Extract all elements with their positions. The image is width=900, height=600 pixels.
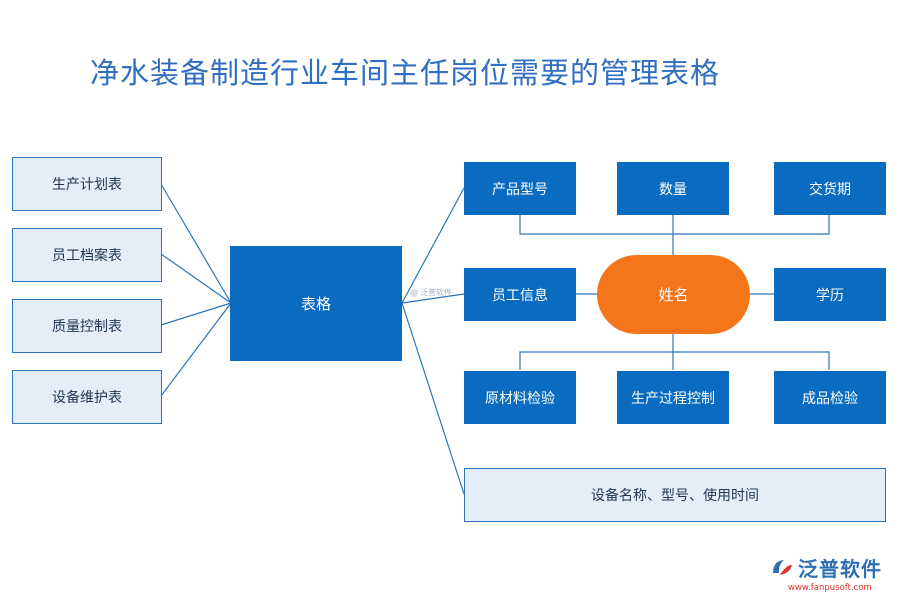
box-raw-material-inspection: 原材料检验 xyxy=(464,371,576,424)
box-equipment-details: 设备名称、型号、使用时间 xyxy=(464,468,886,522)
connector-left-2 xyxy=(160,253,232,304)
box-finished-product-inspection: 成品检验 xyxy=(774,371,886,424)
box-delivery-date: 交货期 xyxy=(774,162,886,215)
brand-logo-name: 泛普软件 xyxy=(798,557,882,581)
box-process-control: 生产过程控制 xyxy=(617,371,729,424)
watermark-logo-icon xyxy=(410,288,418,297)
brand-logo-icon xyxy=(773,559,792,575)
connector-center-mid xyxy=(401,293,465,304)
left-box-employee-records: 员工档案表 xyxy=(12,228,162,282)
connector-left-1 xyxy=(160,183,232,304)
connector-bottom-bracket xyxy=(519,351,830,370)
brand-logo-url: www.fanpusoft.com xyxy=(788,583,872,593)
left-box-production-plan: 生产计划表 xyxy=(12,157,162,211)
page-title: 净水装备制造行业车间主任岗位需要的管理表格 xyxy=(90,56,721,90)
connector-center-top xyxy=(401,187,465,304)
connector-center-bottom xyxy=(401,302,465,495)
box-quantity: 数量 xyxy=(617,162,729,215)
left-box-quality-control: 质量控制表 xyxy=(12,299,162,353)
connector-top-bracket xyxy=(519,214,830,235)
watermark-small: 泛普软件 xyxy=(410,287,452,298)
connector-left-4 xyxy=(160,302,232,397)
connector-left-3 xyxy=(160,302,232,326)
box-employee-info: 员工信息 xyxy=(464,268,576,321)
box-product-model: 产品型号 xyxy=(464,162,576,215)
center-box-tables: 表格 xyxy=(230,246,402,361)
left-box-equipment-maintenance: 设备维护表 xyxy=(12,370,162,424)
box-education: 学历 xyxy=(774,268,886,321)
hub-name-pill: 姓名 xyxy=(597,255,750,334)
brand-logo: 泛普软件 www.fanpusoft.com xyxy=(770,553,882,593)
